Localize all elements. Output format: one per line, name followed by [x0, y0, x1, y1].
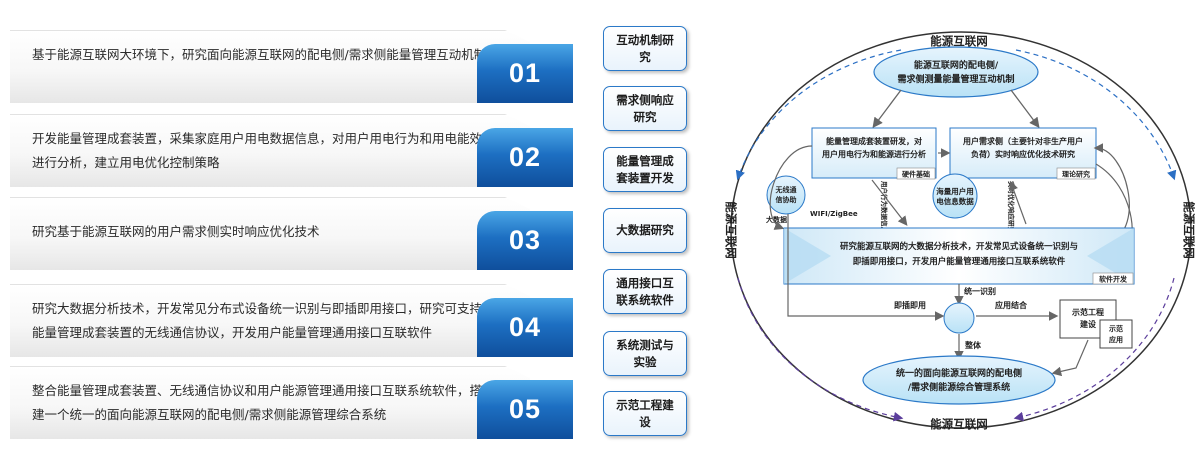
- hub-circle: [943, 302, 975, 334]
- item-text: 基于能源互联网大环境下，研究面向能源互联网的配电侧/需求侧能量管理互动机制: [32, 47, 487, 62]
- bottom-ellipse-line1: 统一的面向能源互联网的配电侧: [896, 367, 1022, 379]
- step-box-demo: 示范工程建设: [603, 391, 687, 436]
- step-box-label: 能量管理成套装置开发: [616, 153, 674, 185]
- vertical-label-left: 用户行为数据信息: [880, 180, 889, 234]
- wifi-label: WIFI/ZigBee: [810, 210, 858, 218]
- item-number-badge: 05: [477, 380, 573, 439]
- arrow-top-to-right: [1010, 89, 1040, 129]
- list-item-02: 开发能量管理成套装置，采集家庭用户用电数据信息，对用户用电行为和用电能效进行分析…: [10, 114, 573, 187]
- ring-label-left: 能源互联网: [724, 201, 738, 259]
- list-item-03: 研究基于能源互联网的用户需求侧实时响应优化技术 03: [10, 197, 573, 270]
- ring-arrow-bottomright: [1013, 277, 1175, 422]
- item-number-badge: 02: [477, 128, 573, 187]
- item-text: 研究大数据分析技术，开发常见分布式设备统一识别与即插即用接口，研究可支持能量管理…: [32, 301, 483, 340]
- plug-label: 即插即用: [894, 300, 926, 310]
- demo-small-doc-icon: [1099, 319, 1133, 349]
- item-text: 开发能量管理成套装置，采集家庭用户用电数据信息，对用户用电行为和用电能效进行分析…: [32, 131, 483, 170]
- ring-label-bottom: 能源互联网: [930, 417, 988, 431]
- top-ellipse: [873, 46, 1039, 98]
- wireless-circle: [766, 175, 806, 215]
- step-box-interaction: 互动机制研究: [603, 26, 687, 71]
- step-box-device-dev: 能量管理成套装置开发: [603, 147, 687, 192]
- item-card: [10, 366, 530, 439]
- arrow-left-loop: [769, 145, 813, 230]
- list-item-04: 研究大数据分析技术，开发常见分布式设备统一识别与即插即用接口，研究可支持能量管理…: [10, 284, 573, 357]
- band-left-chevron: [784, 228, 831, 284]
- tag-theory: [1056, 167, 1096, 180]
- step-box-testing: 系统测试与实验: [603, 331, 687, 376]
- unify-label: 统一识别: [964, 286, 996, 296]
- step-box-label: 示范工程建设: [616, 397, 674, 429]
- tag-hardware: [896, 167, 936, 180]
- band-line2: 即插即用接口，开发用户能量管理通用接口互联系统软件: [853, 256, 1066, 267]
- top-ellipse-line2: 需求侧测量能量管理互动机制: [897, 73, 1014, 85]
- step-box-label: 需求侧响应研究: [616, 92, 674, 124]
- ring-arrow-bottomleft: [737, 277, 904, 422]
- band-right-chevron: [1087, 228, 1134, 284]
- arrow-band-to-right-box: [1008, 180, 1027, 225]
- step-box-bigdata: 大数据研究: [603, 208, 687, 253]
- tag-hardware-label: 硬件基础: [902, 170, 930, 179]
- ring-arrow-topright: [1015, 49, 1177, 181]
- line-wireless-to-plug: [787, 214, 884, 317]
- demo-small-line2: 应用: [1109, 335, 1123, 344]
- box-left-line2: 用户用电行为和能源进行分析: [821, 149, 926, 159]
- bottom-ellipse-line2: /需求侧能源综合管理系统: [908, 381, 1010, 393]
- step-box-demand-response: 需求侧响应研究: [603, 86, 687, 131]
- item-card: [10, 30, 530, 103]
- list-item-01: 基于能源互联网大环境下，研究面向能源互联网的配电侧/需求侧能量管理互动机制 01: [10, 30, 573, 103]
- tag-software-label: 软件开发: [1099, 275, 1128, 284]
- energy-internet-diagram: 能源互联网 能源互联网 能源互联网 能源互联网 能源互联网的配电侧/ 需求侧测量…: [724, 31, 1196, 431]
- top-ellipse-line1: 能源互联网的配电侧/: [914, 59, 999, 71]
- wireless-line2: 信协助: [776, 195, 797, 204]
- app-label: 应用结合: [995, 300, 1028, 310]
- step-box-label: 大数据研究: [616, 223, 674, 237]
- box-right-line1: 用户需求侧（主要针对非生产用户: [962, 136, 1083, 146]
- ring-arrow-topleft: [735, 49, 902, 181]
- item-number-badge: 04: [477, 298, 573, 357]
- item-number-badge: 03: [477, 211, 573, 270]
- item-number-badge: 01: [477, 44, 573, 103]
- whole-label: 整体: [964, 340, 982, 350]
- band-bigdata-software: [783, 227, 1135, 285]
- item-text: 整合能量管理成套装置、无线通信协议和用户能源管理通用接口互联系统软件，搭建一个统…: [32, 383, 483, 422]
- list-item-05: 整合能量管理成套装置、无线通信协议和用户能源管理通用接口互联系统软件，搭建一个统…: [10, 366, 573, 439]
- step-box-interface-software: 通用接口互联系统软件: [603, 269, 687, 314]
- arrow-top-to-left: [872, 89, 902, 129]
- mass-data-line2: 电信息数据: [936, 196, 974, 206]
- arrow-left-box-to-band: [871, 179, 908, 226]
- item-text: 研究基于能源互联网的用户需求侧实时响应优化技术: [32, 224, 320, 239]
- box-left-line1: 能量管理成套装置研发，对: [826, 136, 922, 146]
- demo-small-line1: 示范: [1108, 324, 1123, 333]
- item-card: [10, 114, 530, 187]
- item-card: [10, 284, 530, 357]
- demo-line1: 示范工程: [1071, 307, 1104, 317]
- arrow-demo-to-system: [1051, 339, 1089, 377]
- step-box-label: 通用接口互联系统软件: [616, 275, 674, 307]
- wireless-line1: 无线通: [775, 185, 798, 194]
- mass-data-circle: [932, 173, 978, 219]
- tag-software: [1092, 272, 1134, 285]
- box-right-line2: 负荷）实时响应优化技术研究: [971, 149, 1075, 159]
- step-box-label: 互动机制研究: [616, 32, 674, 64]
- outer-ring: [730, 31, 1192, 429]
- ring-label-right: 能源互联网: [1182, 201, 1196, 259]
- bigdata-label: 大数据: [766, 215, 787, 224]
- bottom-ellipse: [862, 355, 1056, 405]
- item-card: [10, 197, 530, 270]
- tag-theory-label: 理论研究: [1062, 170, 1090, 179]
- band-line1: 研究能源互联网的大数据分析技术，开发常见式设备统一识别与: [840, 241, 1078, 252]
- vertical-label-right: 实时优化响应研究: [1007, 181, 1016, 234]
- ring-label-top: 能源互联网: [930, 34, 988, 48]
- step-box-label: 系统测试与实验: [616, 337, 674, 369]
- demo-line2: 建设: [1079, 319, 1096, 329]
- mass-data-line1: 海量用户用: [936, 186, 974, 196]
